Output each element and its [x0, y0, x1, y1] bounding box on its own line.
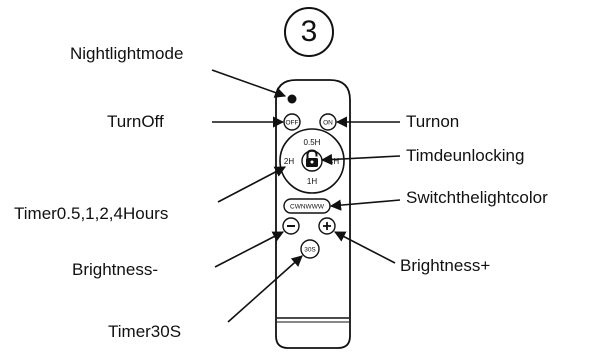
label-timer-30s: Timer30S: [108, 322, 182, 341]
color-switch-label: CWNWWW: [290, 204, 325, 211]
arrow-color: [329, 199, 401, 211]
step-number-badge: 3: [284, 7, 334, 57]
label-brightness-plus: Brightness+: [400, 256, 491, 275]
label-timer-hours: Timer0.5,1,2,4Hours: [14, 204, 169, 223]
label-nightlight-mode: Nightlightmode: [70, 44, 184, 63]
arrow-timer-30s: [227, 255, 303, 323]
lock-icon[interactable]: [301, 149, 323, 172]
on-button-label: ON: [323, 120, 333, 127]
timer-30s-label: 30S: [304, 247, 316, 254]
label-turn-on: Turnon: [406, 112, 460, 131]
arrow-unlocking: [320, 153, 401, 166]
off-button-label: OFF: [286, 120, 299, 127]
label-brightness-minus: Brightness-: [72, 260, 158, 279]
label-turn-off: TurnOff: [107, 112, 164, 131]
arrow-nightlight: [211, 69, 287, 98]
brightness-minus-button[interactable]: [282, 217, 300, 235]
timer-4h-label: 4H: [329, 157, 339, 166]
timer-dial[interactable]: 0.5H 2H 4H 1H: [279, 128, 345, 194]
off-button[interactable]: OFF: [283, 113, 301, 131]
on-button[interactable]: ON: [319, 113, 337, 131]
timer-2h-label: 2H: [284, 157, 294, 166]
label-timer-unlocking: Timdeunlocking: [406, 146, 525, 165]
label-switch-color: Switchthelightcolor: [406, 188, 548, 207]
pointer-arrows: [211, 69, 401, 323]
brightness-plus-button[interactable]: [318, 217, 336, 235]
timer-1h-label: 1H: [307, 177, 317, 186]
nightlight-sensor: [287, 94, 297, 104]
timer-30s-button[interactable]: 30S: [300, 239, 320, 259]
arrow-brightness-minus: [214, 231, 284, 268]
arrow-brightness-plus: [334, 231, 396, 264]
color-switch-button[interactable]: CWNWWW: [283, 198, 331, 214]
timer-0-5h-label: 0.5H: [304, 138, 321, 147]
arrow-timer-hours: [217, 166, 286, 203]
